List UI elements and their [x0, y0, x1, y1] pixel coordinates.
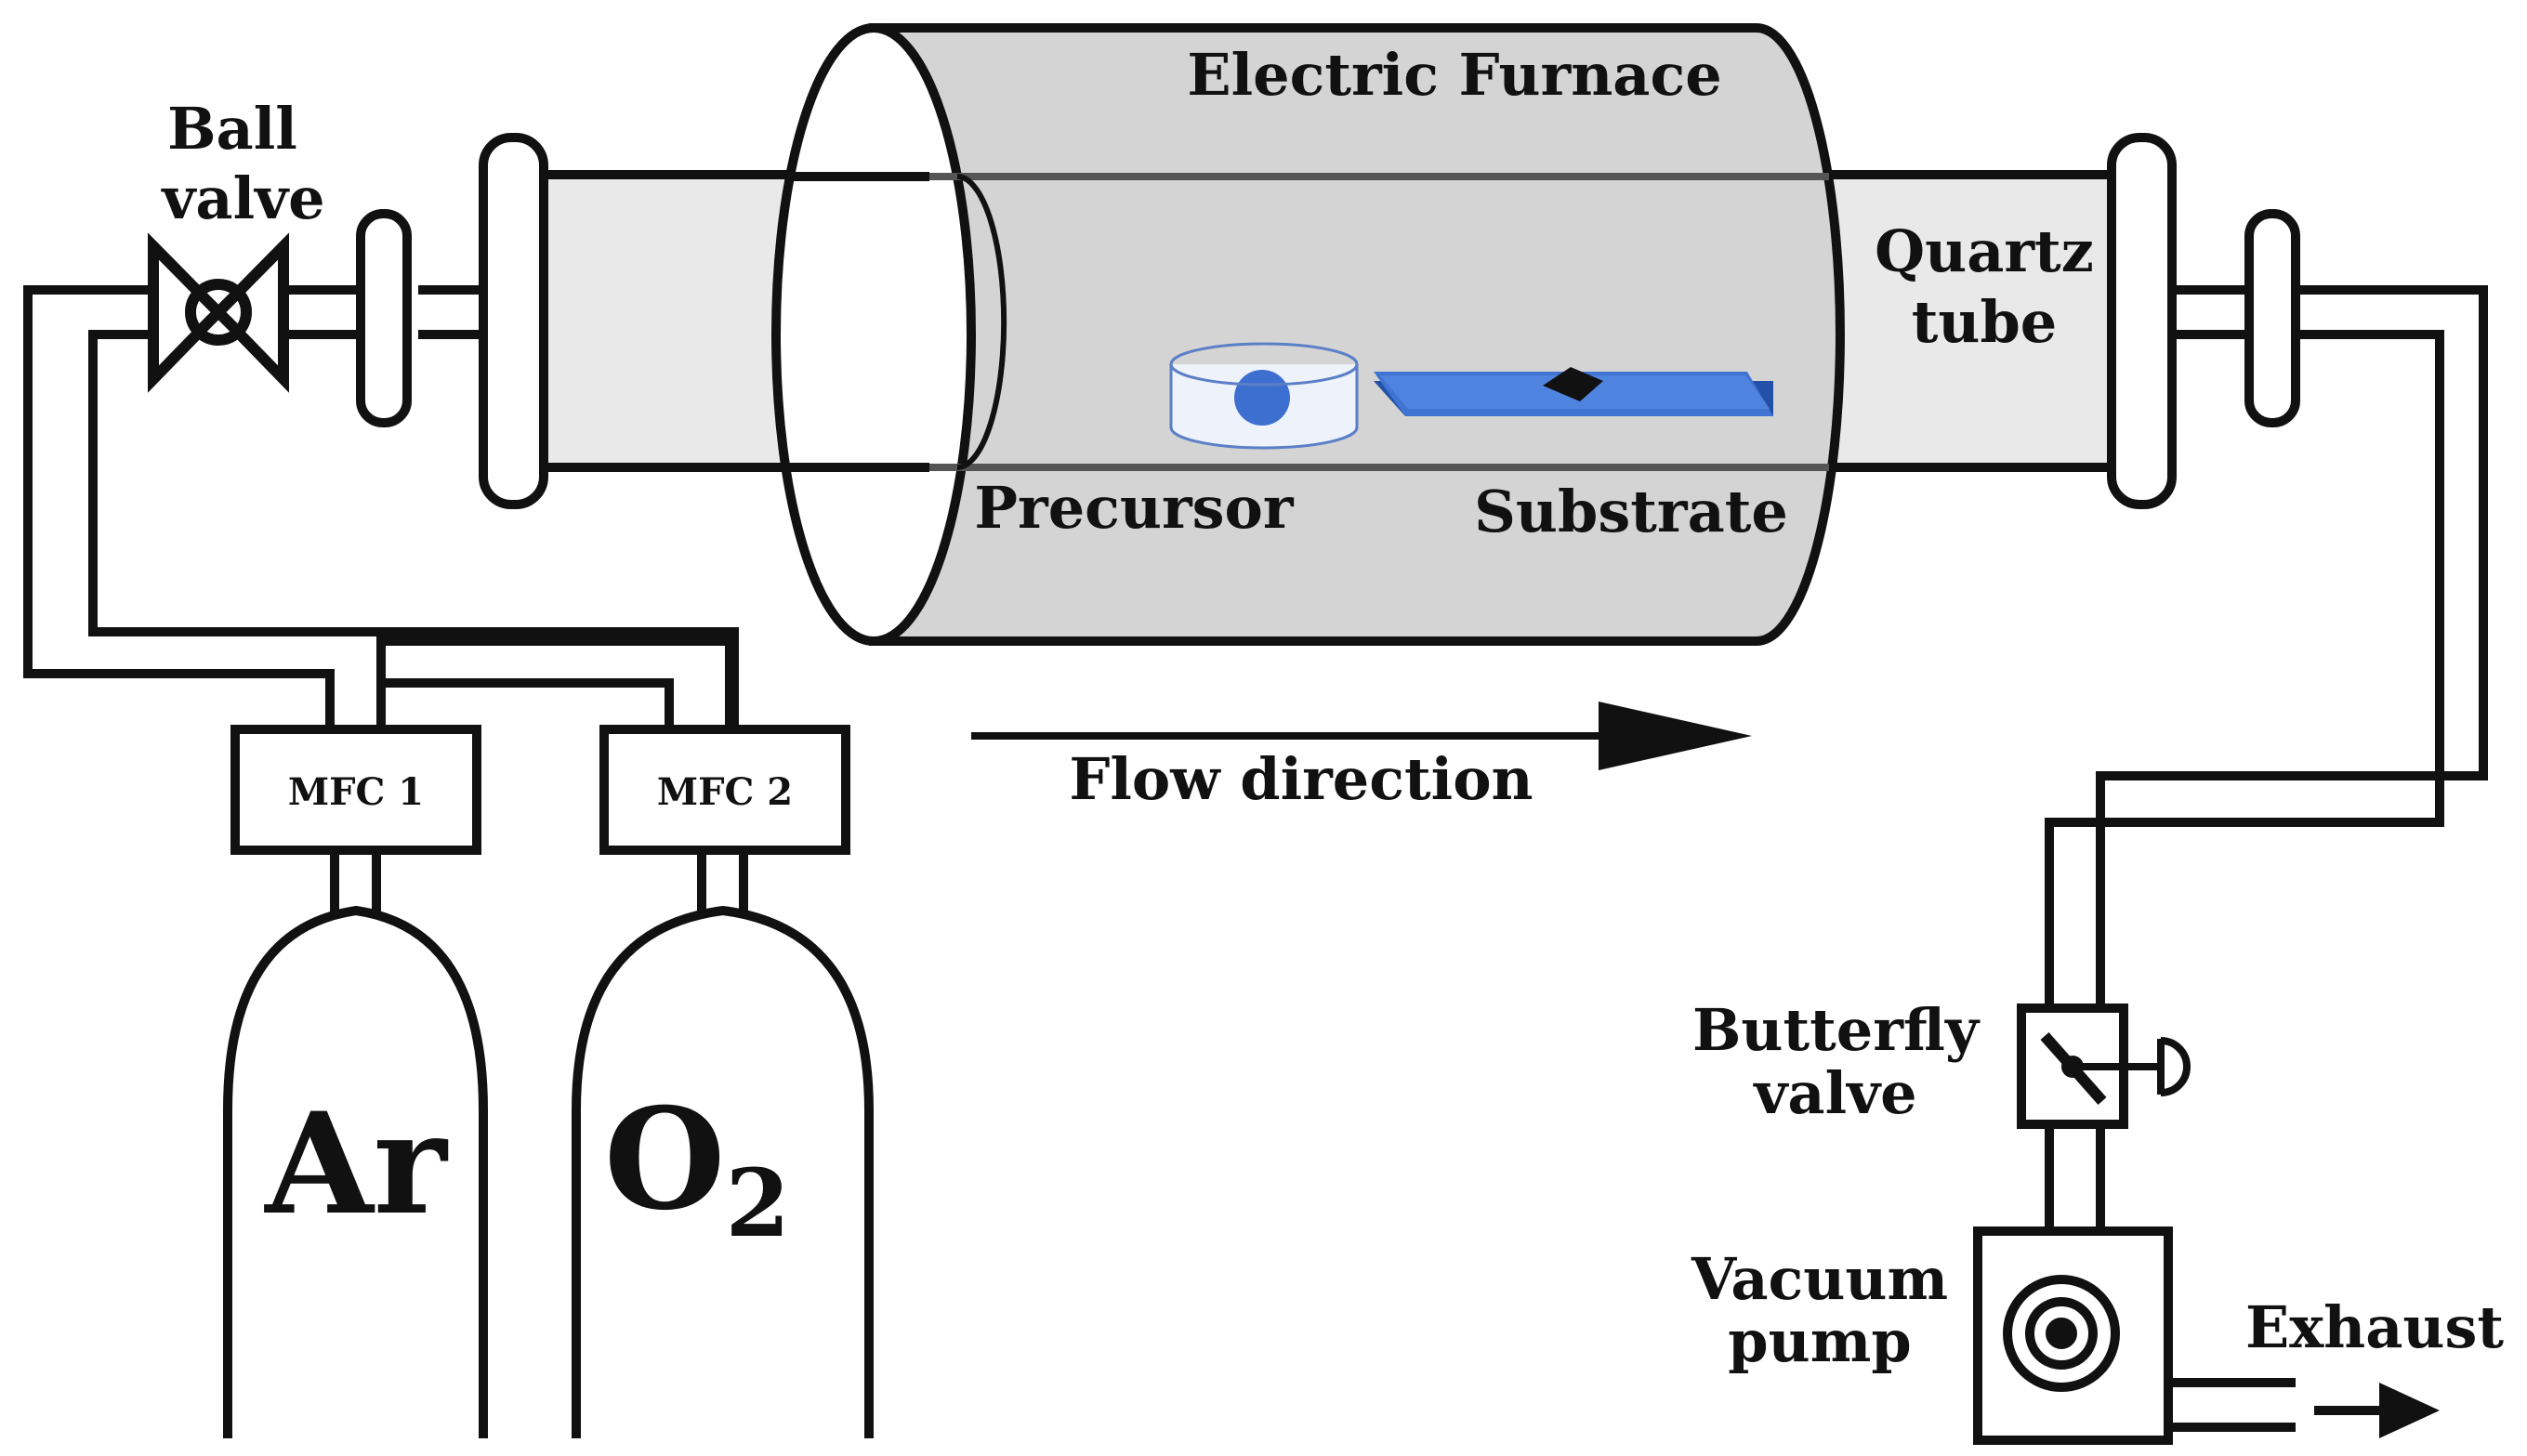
cylinder-necks	[330, 850, 748, 915]
vacuum-pump-label-line2: pump	[1728, 1307, 1911, 1375]
ball-valve-label-line1: Ball	[167, 95, 297, 163]
exhaust-arrow	[2314, 1383, 2440, 1438]
left-large-flange	[479, 133, 548, 509]
right-small-flange	[2244, 209, 2300, 427]
vacuum-pump-label-line1: Vacuum	[1691, 1245, 1948, 1313]
exhaust-label: Exhaust	[2245, 1293, 2504, 1361]
flow-direction-label: Flow direction	[1069, 745, 1533, 813]
substrate-label: Substrate	[1474, 478, 1788, 545]
inlet-gas-lines	[23, 285, 739, 729]
mfc-2: MFC 2	[599, 725, 850, 855]
quartz-tube-label-line2: tube	[1912, 288, 2058, 356]
quartz-tube-label-line1: Quartz	[1875, 217, 2094, 285]
ball-valve-label-line2: valve	[160, 164, 324, 232]
substrate-plate	[1374, 367, 1773, 416]
precursor-boat	[1169, 342, 1359, 450]
argon-label: Ar	[263, 1082, 448, 1246]
vacuum-pump	[1973, 1226, 2296, 1445]
left-small-flange	[356, 209, 412, 427]
precursor-label: Precursor	[974, 474, 1294, 542]
outlet-pipe-short	[2172, 285, 2249, 339]
mfc-2-label: MFC 2	[657, 770, 793, 814]
mfc-1: MFC 1	[230, 725, 481, 855]
oxygen-label: O2	[604, 1078, 790, 1258]
pump-line	[2045, 1124, 2105, 1231]
sample-flake	[1543, 367, 1603, 401]
oxygen-cylinder: O2	[572, 905, 874, 1438]
electric-furnace-label: Electric Furnace	[1187, 41, 1721, 109]
butterfly-valve-label-line2: valve	[1752, 1059, 1916, 1127]
flow-direction-arrow	[971, 702, 1752, 770]
right-large-flange	[2107, 133, 2177, 509]
precursor-powder	[1234, 370, 1290, 426]
outlet-gas-line	[2045, 285, 2488, 1013]
ball-valve	[148, 232, 289, 393]
argon-cylinder: Ar	[223, 905, 488, 1438]
electric-furnace	[771, 23, 1845, 646]
butterfly-valve	[2017, 1003, 2191, 1129]
mfc-1-label: MFC 1	[288, 770, 424, 814]
butterfly-valve-label-line1: Butterfly	[1692, 996, 1981, 1064]
